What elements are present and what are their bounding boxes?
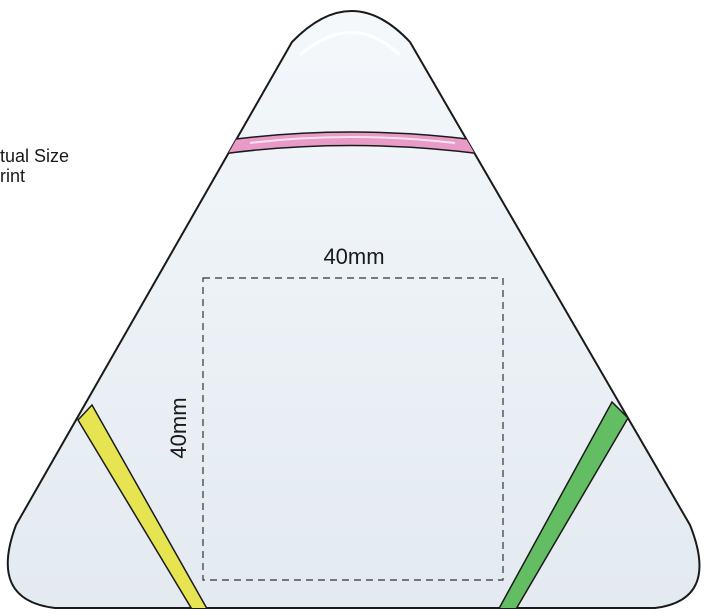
highlighter-body [6,10,701,609]
width-dimension-label: 40mm [323,244,384,269]
print-area-box [202,277,504,581]
size-note: tual Size rint [0,146,69,186]
yellow-band [77,403,212,608]
size-note-line-2: rint [0,166,26,186]
height-dimension-label: 40mm [166,397,191,458]
size-note-line-1: tual Size [0,146,70,166]
green-band [494,400,629,608]
